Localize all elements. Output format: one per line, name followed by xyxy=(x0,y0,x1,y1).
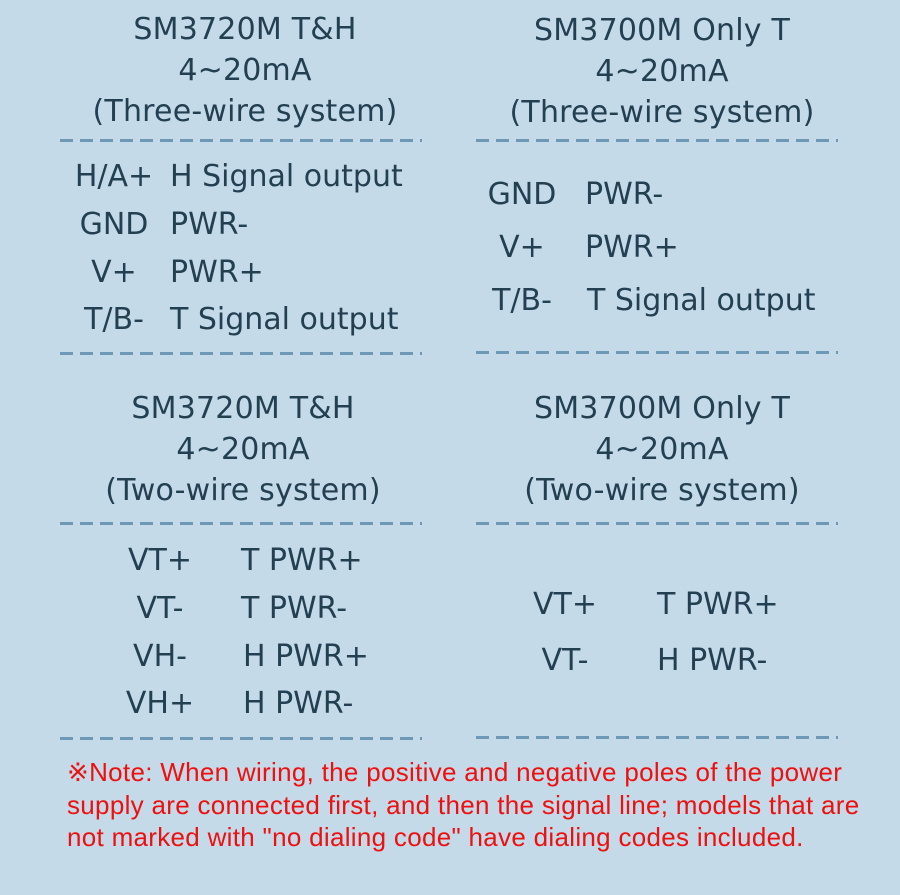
signal-range: 4~20mA xyxy=(595,432,729,467)
pin-label: V+ xyxy=(499,230,545,265)
divider xyxy=(476,736,838,739)
panel-3-title: SM3720M T&H 4~20mA (Two-wire system) xyxy=(58,388,428,511)
wiring-system: (Two-wire system) xyxy=(524,473,800,508)
pin-function: PWR- xyxy=(170,207,249,242)
divider xyxy=(476,351,838,354)
wiring-system: (Three-wire system) xyxy=(92,94,398,129)
pin-function: PWR+ xyxy=(585,230,679,265)
pin-function: H PWR+ xyxy=(243,639,369,674)
pin-function: T Signal output xyxy=(170,302,399,337)
wiring-system: (Two-wire system) xyxy=(105,473,381,508)
pin-function: H PWR- xyxy=(243,686,354,721)
pin-label: GND xyxy=(79,207,149,242)
pin-function: PWR- xyxy=(585,177,664,212)
panel-2-title: SM3700M Only T 4~20mA (Three-wire system… xyxy=(477,10,847,133)
signal-range: 4~20mA xyxy=(176,432,310,467)
pin-function: T PWR+ xyxy=(241,543,363,578)
pin-label: VT- xyxy=(136,591,184,626)
model-name: SM3720M T&H xyxy=(133,12,357,47)
pin-function: H Signal output xyxy=(170,159,403,194)
panel-1-title: SM3720M T&H 4~20mA (Three-wire system) xyxy=(60,9,430,132)
divider xyxy=(476,522,838,525)
pin-function: T Signal output xyxy=(587,283,816,318)
pin-label: T/B- xyxy=(492,283,552,318)
model-name: SM3720M T&H xyxy=(131,391,355,426)
pin-function: PWR+ xyxy=(170,255,264,290)
pin-label: VH+ xyxy=(125,686,195,721)
signal-range: 4~20mA xyxy=(595,54,729,89)
wiring-note: ※Note: When wiring, the positive and neg… xyxy=(67,757,860,852)
divider xyxy=(60,352,422,355)
pin-label: V+ xyxy=(91,255,137,290)
pin-label: VT+ xyxy=(533,587,597,622)
pin-label: VT+ xyxy=(128,543,192,578)
divider xyxy=(60,522,422,525)
pin-label: VT- xyxy=(541,643,589,678)
model-name: SM3700M Only T xyxy=(533,13,791,48)
divider xyxy=(60,139,422,142)
pin-function: H PWR- xyxy=(657,643,768,678)
pin-function: T PWR+ xyxy=(657,587,779,622)
pin-label: H/A+ xyxy=(74,159,154,194)
divider xyxy=(476,139,838,142)
model-name: SM3700M Only T xyxy=(533,391,791,426)
pin-label: VH- xyxy=(133,639,187,674)
signal-range: 4~20mA xyxy=(178,53,312,88)
pin-label: GND xyxy=(487,177,557,212)
wiring-system: (Three-wire system) xyxy=(509,95,815,130)
panel-4-title: SM3700M Only T 4~20mA (Two-wire system) xyxy=(477,388,847,511)
pin-label: T/B- xyxy=(84,302,144,337)
divider xyxy=(60,737,422,740)
pin-function: T PWR- xyxy=(241,591,348,626)
